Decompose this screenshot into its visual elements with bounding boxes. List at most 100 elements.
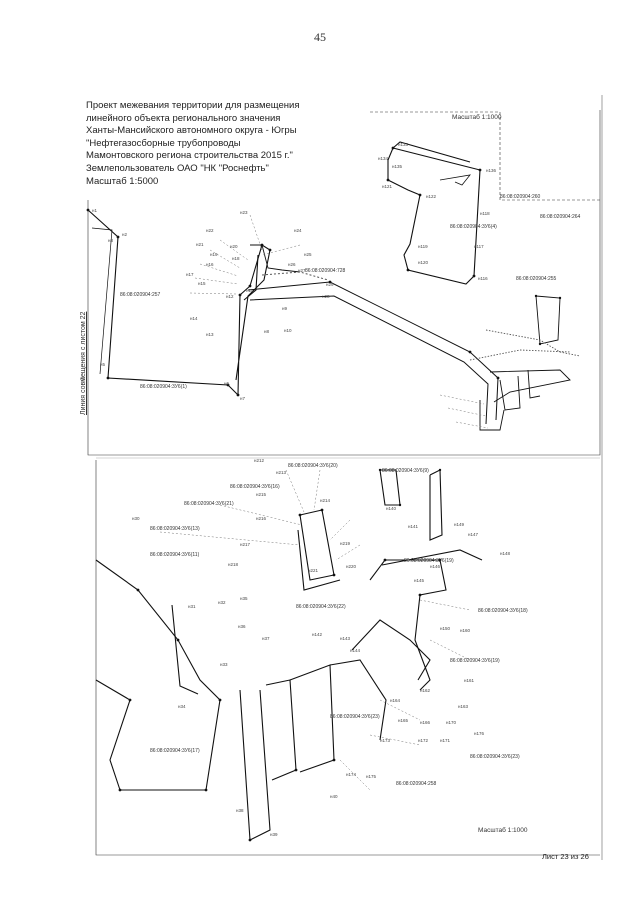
parcel-label: 86:08:020904:260 — [500, 194, 541, 200]
scale-line: Масштаб 1:5000 — [86, 175, 159, 187]
parcel-label: 86:08:020904:3У6(19) — [404, 558, 454, 564]
point-label: н8 — [264, 329, 269, 334]
point-label: н9 — [282, 306, 287, 311]
point-label: н39 — [270, 832, 278, 837]
sheet-number-label: Лист 23 из 26 — [542, 852, 589, 861]
point-label: н35 — [240, 596, 248, 601]
point-label: н164 — [390, 698, 400, 703]
point-label: н18 — [232, 256, 240, 261]
point-label: н38 — [236, 808, 244, 813]
parcel-label: 86:08:020904:257 — [120, 292, 161, 298]
point-label: н37 — [262, 636, 270, 641]
title-line: "Нефтегазосборные трубопроводы — [86, 137, 241, 149]
point-label: н171 — [440, 738, 450, 743]
point-label: н122 — [426, 194, 436, 199]
parcel-label: 86:08:020904:3У6(23) — [470, 754, 520, 760]
point-label: н134 — [378, 156, 388, 161]
point-label: н116 — [478, 276, 488, 281]
point-label: н174 — [346, 772, 356, 777]
point-label: н14 — [190, 316, 198, 321]
point-label: н166 — [420, 720, 430, 725]
vertex-points — [86, 146, 562, 842]
pipeline-corridor — [247, 271, 499, 425]
point-label: н161 — [464, 678, 474, 683]
point-label: н28 — [322, 294, 330, 299]
parcel-label: 86:08:020904:3У6(13) — [150, 526, 200, 532]
point-label: н7 — [240, 396, 245, 401]
point-label: н10 — [284, 328, 292, 333]
point-label: н34 — [178, 704, 186, 709]
point-label: н24 — [294, 228, 302, 233]
parcel-label: 86:08:020904:258 — [396, 781, 437, 787]
parcel-label: 86:08:020904:3У6(1) — [140, 384, 187, 390]
point-label: н145 — [414, 578, 424, 583]
point-label: н170 — [446, 720, 456, 725]
title-line: Землепользователь ОАО "НК "Роснефть" — [86, 162, 269, 174]
point-label: н2 — [122, 232, 127, 237]
lower-parcels — [95, 469, 483, 841]
point-label: н149 — [454, 522, 464, 527]
point-label: н4 — [80, 376, 85, 381]
point-label: н144 — [350, 648, 360, 653]
point-label: н146 — [430, 564, 440, 569]
point-label: н25 — [304, 252, 312, 257]
point-label: н219 — [340, 541, 350, 546]
point-label: н23 — [240, 210, 248, 215]
point-label: н221 — [308, 568, 318, 573]
point-label: н36 — [238, 624, 246, 629]
point-label: н40 — [330, 794, 338, 799]
inset-scale-top: Масштаб 1:1000 — [452, 114, 502, 121]
point-label: н212 — [254, 458, 264, 463]
parcel-label: 86:08:020904:3У6(20) — [288, 463, 338, 469]
point-label: н133 — [398, 142, 408, 147]
point-label: н214 — [320, 498, 330, 503]
point-label: н19 — [210, 252, 218, 257]
point-label: н173 — [380, 738, 390, 743]
point-label: н12 — [226, 294, 234, 299]
point-label: н135 — [392, 164, 402, 169]
point-label: н160 — [460, 628, 470, 633]
title-line: Проект межевания территории для размещен… — [86, 100, 300, 111]
map-title-block: Проект межевания территории для размещен… — [86, 100, 346, 188]
point-label: н141 — [408, 524, 418, 529]
point-label: н3 — [108, 238, 113, 243]
point-label: н31 — [188, 604, 196, 609]
point-label: н29 — [326, 282, 334, 287]
point-label: н172 — [418, 738, 428, 743]
point-label: н217 — [240, 542, 250, 547]
lower-dashed — [159, 469, 471, 791]
page-number: 45 — [314, 30, 326, 44]
point-label: н143 — [340, 636, 350, 641]
point-label: н142 — [312, 632, 322, 637]
point-label: н118 — [480, 211, 490, 216]
point-label: н165 — [398, 718, 408, 723]
parcel-label: 86:08:020904:728 — [305, 268, 346, 274]
title-line: линейного объекта регионального значения — [86, 112, 281, 124]
point-label: н1 — [92, 208, 97, 213]
point-label: н119 — [418, 244, 428, 249]
parcel-label: 86:08:020904:3У6(19) — [450, 658, 500, 664]
point-label: н15 — [198, 281, 206, 286]
parcel-label: 86:08:020904:3У6(22) — [296, 604, 346, 610]
point-labels: н133 н134 н135 н136 н121 н122 н118 н119 … — [80, 142, 510, 837]
parcel-labels: 86:08:020904:3У6(4) 86:08:020904:264 86:… — [120, 194, 581, 787]
title-line: Мамонтовского региона строительства 2015… — [86, 150, 293, 162]
point-label: н22 — [206, 228, 214, 233]
parcel-label: 86:08:020904:3У6(23) — [330, 714, 380, 720]
upper-frame — [87, 110, 601, 456]
parcel-label: 86:08:020904:3У6(18) — [478, 608, 528, 614]
parcel-label: 86:08:020904:255 — [516, 276, 557, 282]
point-label: н163 — [458, 704, 468, 709]
point-label: н218 — [228, 562, 238, 567]
point-label: н20 — [230, 244, 238, 249]
point-label: н17 — [186, 272, 194, 277]
parcel-label: 86:08:020904:3У6(11) — [150, 552, 200, 558]
upper-parcels — [87, 209, 301, 397]
point-label: н216 — [256, 516, 266, 521]
point-label: н16 — [206, 262, 214, 267]
lower-frame — [95, 460, 600, 856]
title-line: Ханты-Мансийского автономного округа - Ю… — [86, 125, 297, 137]
point-label: н32 — [218, 600, 226, 605]
right-cluster — [469, 295, 581, 431]
